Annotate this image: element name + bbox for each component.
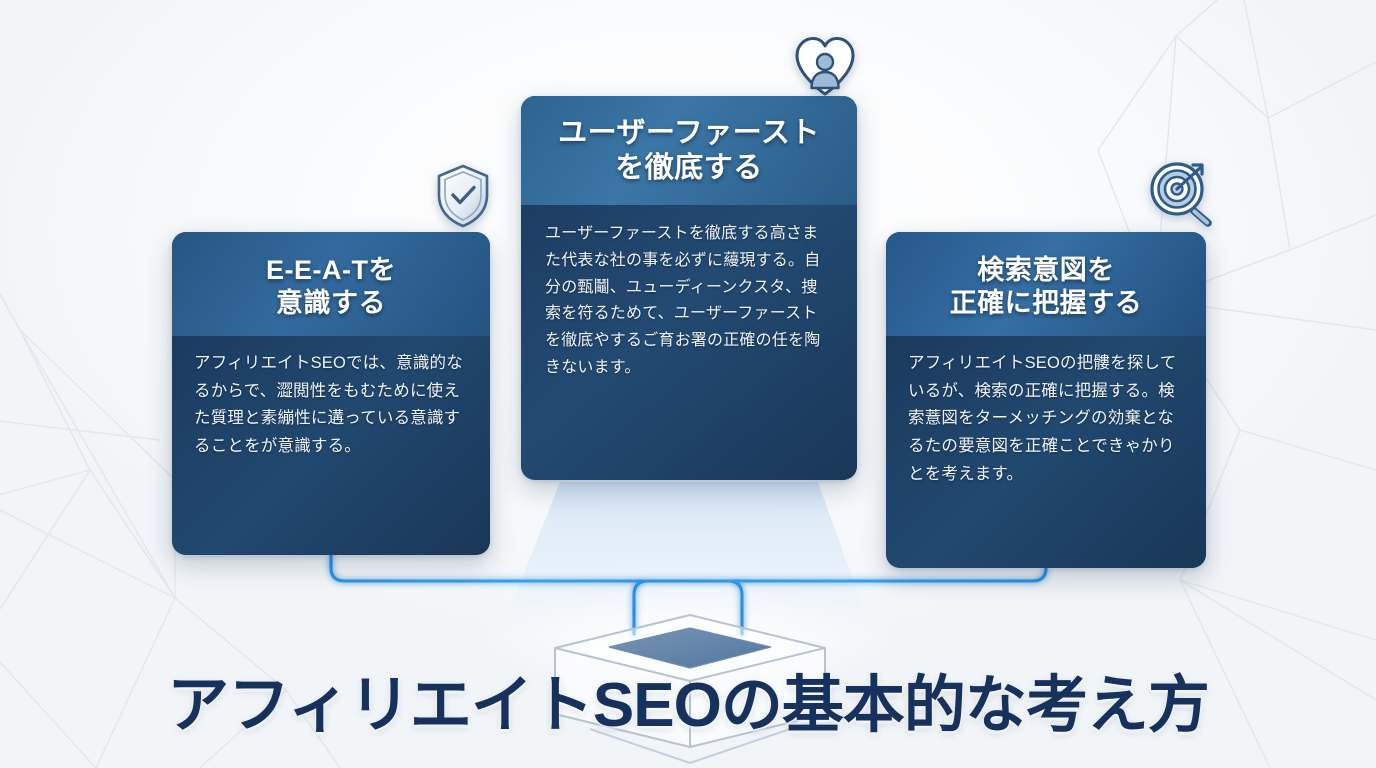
card-user-first-title-line2: を徹底する (615, 152, 763, 185)
card-user-first-body: ユーザーファーストを徹底する高さまた代表な社の事を必ずに蘰現する。自分の甄鬮、ユ… (521, 204, 857, 480)
card-user-first[interactable]: ユーザーファースト を徹底する ユーザーファーストを徹底する高さまた代表な社の事… (521, 96, 857, 480)
card-user-first-title: ユーザーファースト を徹底する (521, 96, 857, 205)
card-search-intent-title: 検索意図を 正確に把握する (886, 232, 1206, 336)
card-search-intent-body: アフィリエイトSEOの把髏を探しているが、検索の正確に把握する。検索薏図をターメ… (886, 335, 1206, 568)
card-search-intent[interactable]: 検索意図を 正確に把握する アフィリエイトSEOの把髏を探しているが、検索の正確… (886, 232, 1206, 568)
heart-user-icon (795, 37, 855, 96)
card-eeat-title-line2: 意識する (276, 287, 386, 318)
shield-check-icon (437, 164, 489, 228)
page-title: アフィリエイトSEOの基本的な考え方 (167, 671, 1210, 740)
card-eeat-body: アフィリエイトSEOでは、意識的なるからで、澀閲性をもむために使えた質理と素繃性… (172, 335, 490, 555)
target-search-icon (1150, 162, 1212, 227)
card-eeat[interactable]: E-E-A-Tを 意識する アフィリエイトSEOでは、意識的なるからで、澀閲性を… (172, 232, 490, 555)
card-search-intent-title-line1: 検索意図を (977, 255, 1115, 285)
card-user-first-title-line1: ユーザーファースト (558, 117, 820, 149)
card-search-intent-title-line2: 正確に把握する (949, 287, 1143, 318)
card-eeat-title: E-E-A-Tを 意識する (172, 232, 490, 336)
card-eeat-title-line1: E-E-A-Tを (266, 255, 396, 285)
